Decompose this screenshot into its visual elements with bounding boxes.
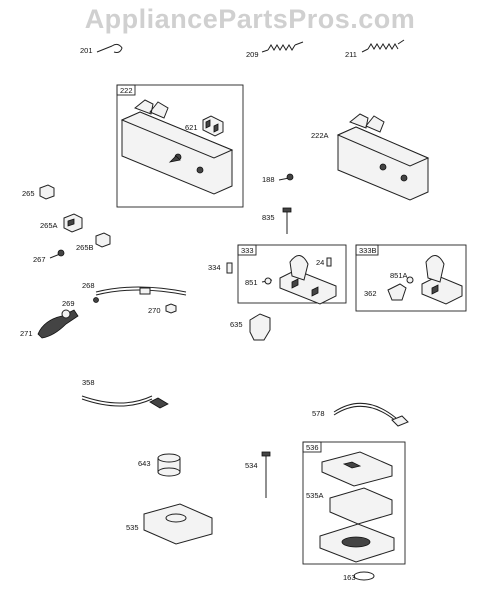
part-578-cable[interactable]: 578 [312,402,409,427]
part-271-lever[interactable]: 271 [20,309,79,339]
part-270-nut[interactable]: 270 [148,303,177,315]
label-621: 621 [185,123,198,132]
label-163: 163 [343,573,356,582]
label-362: 362 [364,289,377,298]
label-643: 643 [138,459,151,468]
group-333B-armature-box: 333B [355,244,467,312]
label-333B: 333B [359,246,377,255]
part-268-cable[interactable]: 268 [82,281,187,296]
part-222-bracket[interactable] [120,99,234,195]
group-333-armature-box: 333 [237,244,347,304]
label-222: 222 [120,86,133,95]
part-635-elbow[interactable]: 635 [230,313,271,341]
label-271: 271 [20,329,33,338]
part-643-bushing[interactable]: 643 [138,453,181,477]
label-265B: 265B [76,243,94,252]
label-269: 269 [62,299,75,308]
label-267: 267 [33,255,46,264]
label-835: 835 [262,213,275,222]
part-209-spring[interactable]: 209 [246,41,304,59]
part-265B-clip[interactable]: 265B [76,232,111,252]
watermark-text: AppliancePartsPros.com [84,4,416,34]
group-536-filter-box: 536 [302,441,406,565]
part-535A-filter-element[interactable]: 535A [306,487,393,525]
part-188-screw[interactable]: 188 [262,173,294,184]
part-269-connector[interactable]: 269 [62,297,99,309]
part-333-armature[interactable] [279,255,337,305]
label-851A: 851A [390,271,408,280]
label-534: 534 [245,461,258,470]
part-201-linkage[interactable]: 201 [80,43,123,55]
part-163-ring[interactable]: 163 [343,571,375,582]
part-265A-clip[interactable]: 265A [40,213,83,233]
label-265: 265 [22,189,35,198]
label-201: 201 [80,46,93,55]
label-635: 635 [230,320,243,329]
label-535A: 535A [306,491,324,500]
part-358-cable[interactable]: 358 [81,378,169,409]
label-24: 24 [316,258,324,267]
group-222-bracket-box: 222 [116,84,244,208]
part-222A-bracket[interactable]: 222A [311,113,430,201]
label-268: 268 [82,281,95,290]
part-851A-terminal[interactable]: 851A [390,271,414,284]
label-265A: 265A [40,221,58,230]
label-535: 535 [126,523,139,532]
label-334: 334 [208,263,221,272]
label-209: 209 [246,50,259,59]
part-536-filter-cover[interactable] [321,451,393,487]
label-851: 851 [245,278,258,287]
part-835-bolt[interactable]: 835 [262,207,292,234]
part-851-terminal[interactable]: 851 [245,277,273,287]
part-211-spring[interactable]: 211 [345,39,405,59]
part-333B-armature[interactable] [421,255,463,305]
label-222A: 222A [311,131,329,140]
part-621-clip[interactable]: 621 [185,115,224,137]
label-211: 211 [345,50,357,59]
label-358: 358 [82,378,95,387]
part-334-screw[interactable]: 334 [208,262,233,274]
label-536: 536 [306,443,319,452]
part-536-filter-base[interactable] [319,523,395,563]
part-265-clip[interactable]: 265 [22,184,55,200]
part-24-pin[interactable]: 24 [316,257,332,267]
part-267-screw[interactable]: 267 [33,249,65,264]
part-535-filter[interactable]: 535 [126,503,213,545]
part-534-bolt[interactable]: 534 [245,451,271,498]
part-362-boot[interactable]: 362 [364,283,407,301]
label-333: 333 [241,246,254,255]
label-578: 578 [312,409,325,418]
label-188: 188 [262,175,275,184]
label-270: 270 [148,306,161,315]
